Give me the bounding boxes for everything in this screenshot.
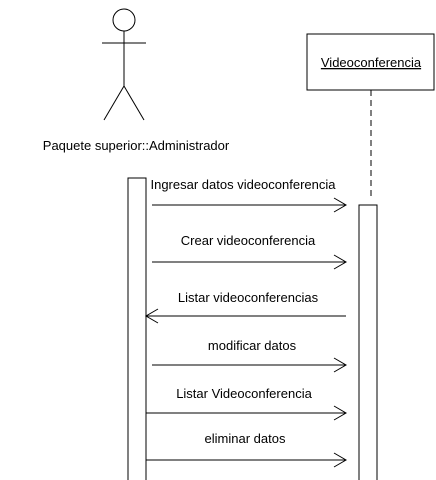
actor-label: Paquete superior::Administrador [43,138,230,153]
object-label: Videoconferencia [321,55,422,70]
actor-head [112,8,136,32]
actor-activation-bar [127,177,147,480]
arrow-right-icon [333,405,347,421]
message-label: modificar datos [208,338,297,353]
message-label: eliminar datos [205,431,286,446]
object-activation-bar [358,204,378,480]
message: Listar videoconferencias [145,290,346,324]
message: Listar Videoconferencia [146,386,347,421]
arrow-right-icon [333,452,347,468]
message-label: Crear videoconferencia [181,233,316,248]
actor-right-leg [123,85,145,121]
arrow-left-icon [145,308,159,324]
actor-figure [102,8,146,121]
actor-left-leg [103,85,125,121]
message-label: Listar Videoconferencia [176,386,312,401]
message: eliminar datos [146,431,347,468]
message: Ingresar datos videoconferencia [150,177,347,213]
message-label: Listar videoconferencias [178,290,319,305]
arrow-right-icon [333,254,347,270]
message: Crear videoconferencia [152,233,347,270]
message: modificar datos [152,338,347,373]
message-label: Ingresar datos videoconferencia [150,177,336,192]
object-box [306,33,435,91]
arrow-right-icon [333,357,347,373]
arrow-right-icon [333,197,347,213]
